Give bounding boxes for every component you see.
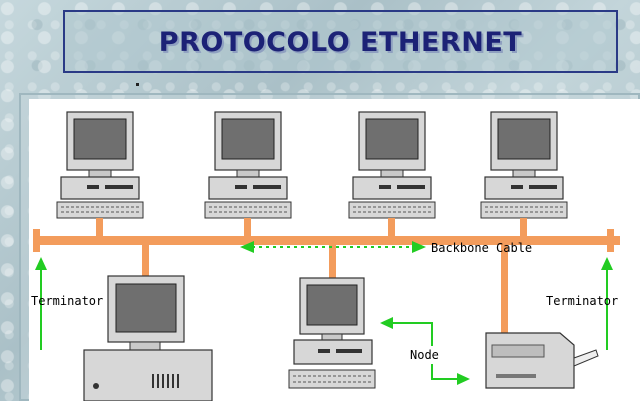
workstation-4 [480, 111, 568, 219]
workstation-3 [348, 111, 436, 219]
node-arrows [380, 317, 470, 385]
drop-cables-top [96, 218, 527, 240]
bullet-dot [136, 83, 139, 86]
terminator-left-label: Terminator [31, 294, 103, 308]
title-box: PROTOCOLO ETHERNET [63, 10, 618, 73]
backbone-arrow [240, 241, 426, 253]
backbone-cable [36, 236, 620, 245]
workstation-2 [204, 111, 292, 219]
slide-title: PROTOCOLO ETHERNET [158, 27, 523, 58]
terminator-right-label: Terminator [546, 294, 618, 308]
terminator-left-arrow [35, 257, 47, 350]
terminator-right-arrow [601, 257, 613, 350]
terminator-right-cap [607, 229, 614, 252]
printer [485, 332, 599, 389]
node-label: Node [410, 348, 439, 362]
terminator-left-cap [33, 229, 40, 252]
backbone-label: Backbone Cable [431, 241, 532, 255]
server-computer [83, 275, 213, 401]
workstation-5 [288, 277, 376, 389]
drop-cables-bottom [142, 245, 508, 333]
workstation-1 [56, 111, 144, 219]
